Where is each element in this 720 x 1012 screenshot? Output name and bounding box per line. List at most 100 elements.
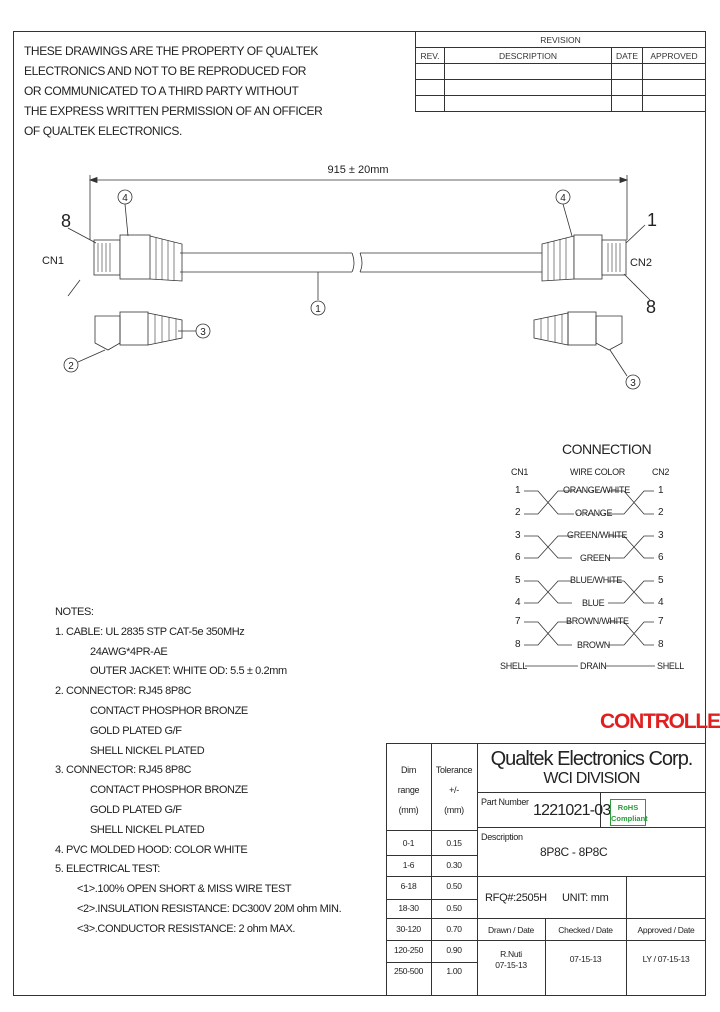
tol-header-line: Tolerance [435,765,473,775]
conn-wire-color: ORANGE/WHITE [563,485,630,495]
title-block [386,743,706,996]
shell-left-label: SHELL [500,661,528,671]
part-number: 1221021-03 [533,802,611,819]
notes-section: NOTES: 1. CABLE: UL 2835 STP CAT-5e 350M… [55,603,342,940]
balloon-4-right: 4 [560,193,566,204]
tolerance-value: 0.15 [446,838,462,848]
balloon-2: 2 [68,361,74,372]
dim-range: 120-250 [393,945,424,955]
dim-header-line: Dim [400,765,417,775]
drawing-frame [13,31,706,996]
part-number-label: Part Number [481,797,529,807]
conn-left-pin: 8 [515,639,521,650]
approved-label: Approved / Date [637,925,695,935]
conn-right-pin: 7 [658,616,664,627]
dim-range: 30-120 [396,924,421,934]
checked-label: Checked / Date [558,925,613,935]
conn-left-pin: 6 [515,552,521,563]
conn-left-pin: 7 [515,616,521,627]
description-value: 8P8C - 8P8C [540,845,608,859]
conn-right-pin: 8 [658,639,664,650]
tolerance-value: 1.00 [446,966,462,976]
note-line: SHELL NICKEL PLATED [90,823,205,836]
note-line: GOLD PLATED G/F [90,803,182,816]
notice-line: OR COMMUNICATED TO A THIRD PARTY WITHOUT [24,84,299,98]
note-line: 24AWG*4PR-AE [90,645,168,658]
note-line: <3>.CONDUCTOR RESISTANCE: 2 ohm MAX. [77,922,296,935]
cable-drawing: 915 ± 20mm 4 4 1 2 3 3 CN1 CN2 8 1 8 [42,164,657,390]
rfq-number: RFQ#:2505H [485,892,547,904]
note-line: OUTER JACKET: WHITE OD: 5.5 ± 0.2mm [90,665,287,678]
pin-8-left: 8 [61,211,71,231]
conn-left-pin: 4 [515,597,521,608]
conn-wire-color: ORANGE [575,508,613,518]
tolerance-value: 0.50 [446,881,462,891]
note-line: 1. CABLE: UL 2835 STP CAT-5e 350MHz [55,625,245,638]
rohs-badge: RoHS Compliant [610,799,648,826]
dim-range: 250-500 [393,966,424,976]
note-line: 4. PVC MOLDED HOOD: COLOR WHITE [55,843,248,856]
notice-line: ELECTRONICS AND NOT TO BE REPRODUCED FOR [24,64,307,78]
conn-wire-color: BLUE/WHITE [570,575,623,585]
length-dimension: 915 ± 20mm [327,164,388,176]
note-line: 5. ELECTRICAL TEST: [55,863,160,876]
tol-header-line: +/- [449,785,459,795]
tolerance-value: 0.50 [446,903,462,913]
conn-right-pin: 4 [658,597,664,608]
conn-wire-color: GREEN [580,553,611,563]
conn-left-pin: 5 [515,575,521,586]
dim-range: 6-18 [400,881,417,891]
conn-wire-color: GREEN/WHITE [567,530,628,540]
conn-right-pin: 2 [658,507,664,518]
tolerance-value: 0.30 [446,860,462,870]
balloon-4-left: 4 [122,193,128,204]
note-line: 3. CONNECTOR: RJ45 8P8C [55,764,192,777]
conn-right-pin: 5 [658,575,664,586]
cn1-label: CN1 [42,255,64,267]
conn-left-pin: 3 [515,530,521,541]
note-line: SHELL NICKEL PLATED [90,744,205,757]
dim-header-line: (mm) [398,805,419,815]
drawn-by: R.Nuti [500,949,522,959]
tolerance-value: 0.70 [446,924,462,934]
note-line: GOLD PLATED G/F [90,724,182,737]
rohs-line: RoHS [617,803,639,812]
conn-right-pin: 6 [658,552,664,563]
dim-range: 0-1 [402,838,415,848]
revision-table: REVISION REV. DESCRIPTION DATE APPROVED [415,31,706,112]
dim-header-line: range [397,785,420,795]
drain-label: DRAIN [580,661,607,671]
connection-cn2-header: CN2 [652,467,670,477]
note-line: 2. CONNECTOR: RJ45 8P8C [55,685,192,698]
notes-title: NOTES: [55,606,94,618]
notice-line: THESE DRAWINGS ARE THE PROPERTY OF QUALT… [24,44,318,58]
conn-right-pin: 3 [658,530,664,541]
notice-line: THE EXPRESS WRITTEN PERMISSION OF AN OFF… [24,104,323,118]
approved-value: LY / 07-15-13 [642,954,690,964]
pin-1-right: 1 [647,210,657,230]
pin-8-right: 8 [646,297,656,317]
note-line: CONTACT PHOSPHOR BRONZE [90,704,248,717]
conn-wire-color: BLUE [582,598,605,608]
company-name: Qualtek Electronics Corp. [490,748,694,770]
balloon-1: 1 [315,304,321,315]
drawn-label: Drawn / Date [487,925,534,935]
shell-right-label: SHELL [657,661,685,671]
connection-wire-header: WIRE COLOR [570,467,626,477]
unit-label: UNIT: mm [562,892,609,904]
note-line: <2>.INSULATION RESISTANCE: DC300V 20M oh… [77,902,342,915]
connection-wiring [524,490,655,667]
tol-header-line: (mm) [444,805,464,815]
note-line: CONTACT PHOSPHOR BRONZE [90,784,248,797]
conn-left-pin: 2 [515,507,521,518]
balloon-3-left: 3 [200,327,206,338]
cn2-label: CN2 [630,257,652,269]
tolerance-value: 0.90 [446,945,462,955]
dim-header: Dim range (mm) [386,760,431,820]
conn-right-pin: 1 [658,485,664,496]
note-line: <1>.100% OPEN SHORT & MISS WIRE TEST [77,883,292,896]
rohs-line: Compliant [611,814,648,823]
dim-range: 1-6 [402,860,415,870]
conn-wire-color: BROWN/WHITE [566,616,629,626]
